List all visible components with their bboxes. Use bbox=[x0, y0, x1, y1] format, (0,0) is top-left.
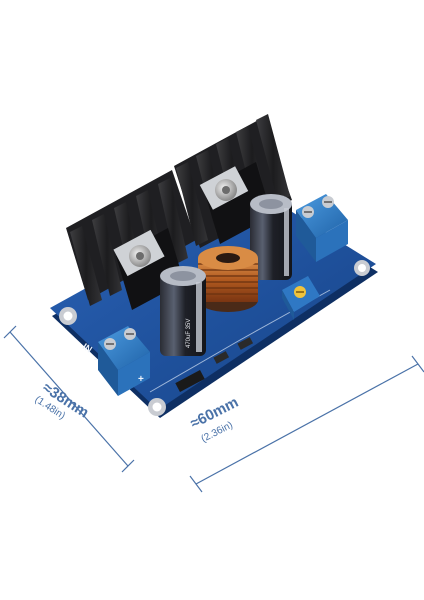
height-dimension-line bbox=[3, 325, 135, 473]
heatsink-left bbox=[66, 170, 196, 310]
capacitor-marking: 470uF 35V bbox=[186, 319, 192, 348]
mounting-hole bbox=[59, 307, 77, 325]
width-dimension-line bbox=[189, 355, 424, 493]
capacitor-left: 470uF 35V bbox=[160, 266, 206, 356]
smd-diode bbox=[175, 370, 205, 392]
smd-resistor bbox=[213, 351, 230, 364]
smd-resistor bbox=[237, 337, 254, 350]
input-terminal bbox=[98, 326, 150, 396]
minus-label: - bbox=[94, 354, 97, 365]
potentiometer bbox=[282, 276, 320, 320]
mounting-hole bbox=[148, 398, 166, 416]
heatsink-right bbox=[174, 114, 292, 248]
output-terminal bbox=[296, 194, 348, 262]
plus-label: + bbox=[138, 374, 144, 385]
mounting-hole bbox=[354, 260, 370, 276]
capacitor-right bbox=[250, 194, 292, 280]
inductor-coil bbox=[198, 246, 258, 312]
